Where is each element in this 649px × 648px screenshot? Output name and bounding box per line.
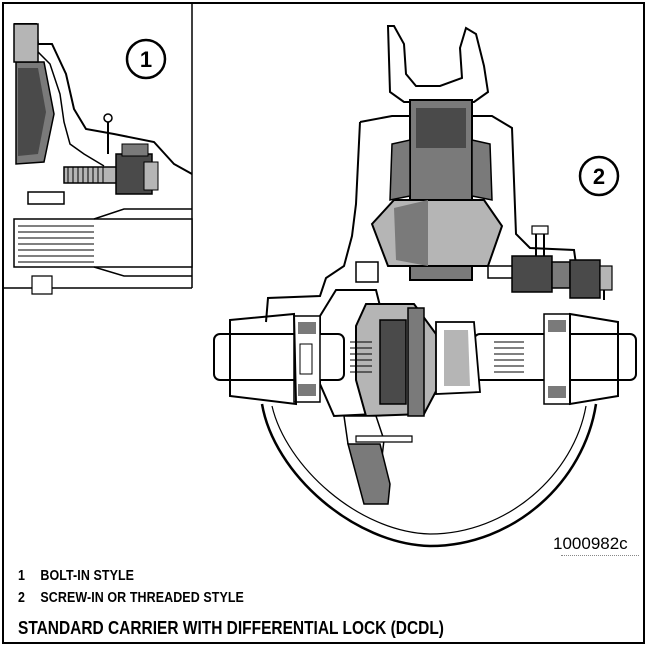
legend: 1 BOLT-IN STYLE 2 SCREW-IN OR THREADED S… (18, 565, 281, 609)
figure-id: 1000982c (553, 534, 628, 553)
callout-2-label: 2 (593, 164, 605, 189)
divider (561, 555, 639, 556)
figure-caption: STANDARD CARRIER WITH DIFFERENTIAL LOCK … (18, 618, 444, 638)
callout-1: 1 (125, 38, 167, 80)
legend-item: 1 BOLT-IN STYLE (18, 565, 244, 587)
callout-1-label: 1 (140, 47, 152, 72)
legend-number: 1 (18, 568, 26, 584)
inset-bolt-in-style (4, 4, 193, 295)
carrier-illustration: 1 (4, 4, 637, 548)
callout-2: 2 (578, 155, 620, 197)
legend-number: 2 (18, 590, 26, 606)
legend-label: BOLT-IN STYLE (40, 568, 135, 584)
legend-item: 2 SCREW-IN OR THREADED STYLE (18, 587, 244, 609)
legend-label: SCREW-IN OR THREADED STYLE (40, 590, 244, 606)
main-carrier-screw-in-style (213, 25, 637, 548)
